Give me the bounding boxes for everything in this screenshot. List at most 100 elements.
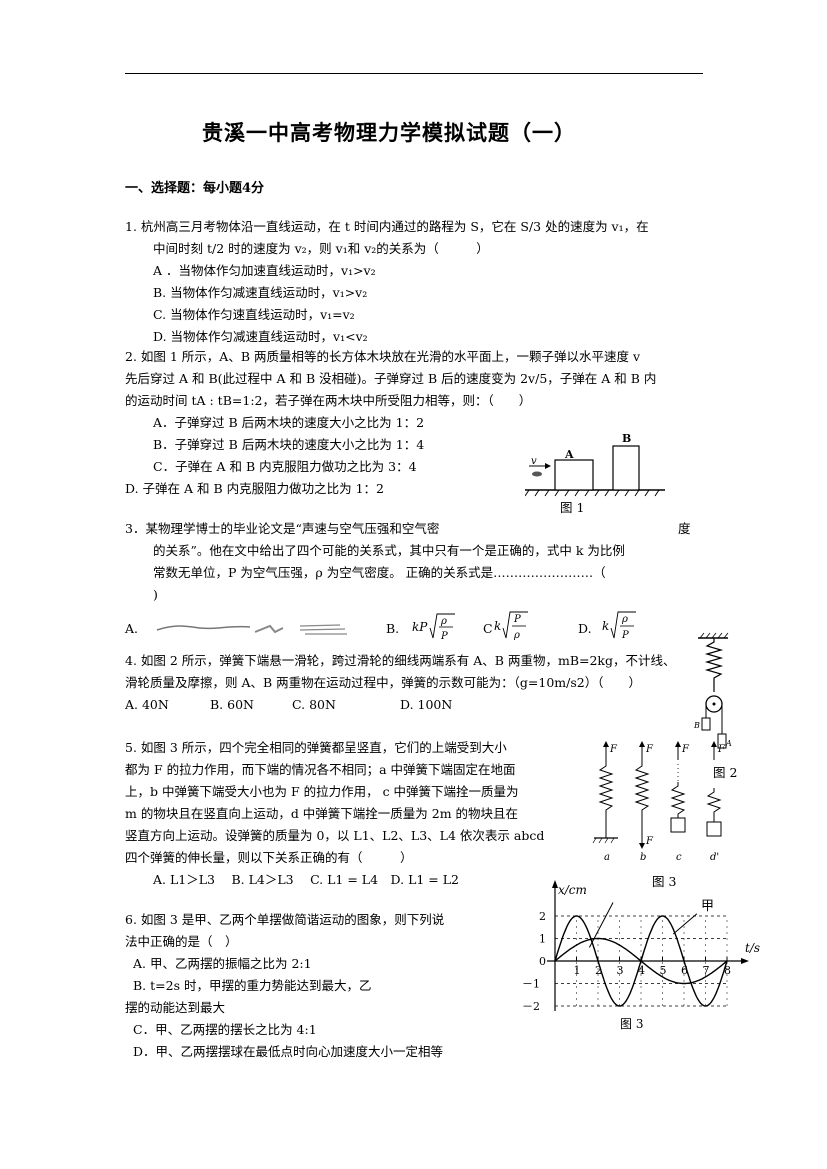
x-tick-label: 4	[638, 964, 645, 977]
x-tick-label: 3	[617, 964, 624, 977]
svg-text:P: P	[440, 631, 448, 642]
q2-option-c: C．子弹在 A 和 B 内克服阻力做功之比为 3：4	[153, 459, 417, 474]
x-tick-label: 2	[595, 964, 602, 977]
figure-1-blocks: v A B	[525, 432, 665, 497]
q1-option-c: C. 当物体作匀速直线运动时，v₁=v₂	[153, 307, 355, 322]
svg-text:d': d'	[710, 852, 719, 863]
q2-option-a: A．子弹穿过 B 后两木块的速度大小之比为 1：2	[153, 415, 425, 430]
q3-stem-line4: )	[153, 587, 158, 602]
q2-option-d: D. 子弹在 A 和 B 内克服阻力做功之比为 1：2	[125, 481, 385, 496]
figure-2-caption: 图 2	[713, 765, 738, 780]
pointer-line-jia	[672, 913, 698, 935]
svg-text:a: a	[604, 852, 610, 863]
svg-text:k: k	[494, 619, 501, 633]
graph-caption: 图 3	[620, 1017, 643, 1031]
q3-option-a-formula-smudged	[156, 624, 347, 635]
q6-option-d: D．甲、乙两摆摆球在最低点时向心加速度大小一定相等	[133, 1044, 444, 1059]
svg-text:F: F	[717, 744, 726, 755]
x-tick-label: 1	[574, 964, 581, 977]
block-a	[554, 459, 594, 491]
q2-option-b: B．子弹穿过 B 后两木块的速度大小之比为 1：4	[153, 437, 425, 452]
x-tick-label: 8	[724, 964, 731, 977]
q4-stem-line1: 4. 如图 2 所示，弹簧下端悬一滑轮，跨过滑轮的细线两端系有 A、B 两重物，…	[125, 653, 676, 668]
q5-stem-line3: 上，b 中弹簧下端受大小也为 F 的拉力作用， c 中弹簧下端拴一质量为	[125, 784, 519, 799]
x-tick-label: 5	[660, 964, 667, 977]
svg-text:F: F	[645, 744, 654, 755]
q3-option-d-formula: k ρ P	[602, 611, 636, 641]
q2-stem-line2: 先后穿过 A 和 B(此过程中 A 和 B 没相碰)。子弹穿过 B 后的速度变为…	[125, 371, 657, 386]
svg-text:ρ: ρ	[621, 614, 628, 625]
q3-option-a-label: A.	[125, 621, 139, 636]
bullet-icon	[532, 471, 542, 477]
y-tick-label: －1	[522, 978, 540, 991]
q1-option-a: A ．当物体作匀加速直线运动时，v₁>v₂	[153, 263, 376, 278]
block-a-label: A	[564, 448, 574, 461]
svg-text:k: k	[602, 619, 609, 633]
graph-ylabel: x/cm	[558, 883, 587, 897]
y-tick-label: 1	[539, 933, 546, 946]
x-axis-arrow	[552, 880, 558, 888]
q1-option-b: B. 当物体作匀减速直线运动时，v₁>v₂	[153, 285, 368, 300]
q3-stem-line2: 的关系”。他在文中给出了四个可能的关系式，其中只有一个是正确的，式中 k 为比例	[153, 543, 625, 558]
block-b	[612, 445, 640, 491]
svg-text:ρ: ρ	[513, 630, 520, 641]
q5-stem-line2: 都为 F 的拉力作用，而下端的情况各不相同；a 中弹簧下端固定在地面	[125, 762, 516, 777]
q2-stem-line1: 2. 如图 1 所示，A、B 两质量相等的长方体木块放在光滑的水平面上，一颗子弹…	[125, 349, 641, 364]
q6-option-b-line1: B. t=2s 时，甲摆的重力势能达到最大，乙	[133, 978, 372, 993]
weight-a	[717, 733, 727, 749]
q3-option-c-formula: k P ρ	[494, 611, 528, 641]
y-tick-label: 2	[539, 910, 546, 923]
section-heading: 一、选择题：每小题4分	[125, 181, 265, 196]
svg-text:A: A	[725, 739, 732, 748]
q1-option-d: D. 当物体作匀减速直线运动时，v₁<v₂	[153, 329, 368, 344]
svg-text:c: c	[676, 852, 682, 863]
figure-1-caption: 图 1	[560, 500, 585, 515]
q3-option-b-formula: kP ρ P	[412, 613, 455, 642]
svg-text:F: F	[645, 836, 654, 847]
figure-3-springs: F F F F F a b c d'	[592, 741, 726, 863]
pointer-line	[588, 902, 614, 948]
header-rule	[125, 73, 703, 74]
q3-option-c-label: C	[483, 621, 493, 636]
q6-option-a: A. 甲、乙两摆的振幅之比为 2:1	[133, 956, 312, 971]
y-tick-label: －2	[522, 1000, 540, 1013]
svg-text:kP: kP	[412, 620, 428, 634]
svg-text:P: P	[513, 614, 521, 625]
q1-stem-line2: 中间时刻 t/2 时的速度为 v₂，则 v₁和 v₂的关系为（ ）	[153, 241, 489, 256]
q3-stem-line1: 3．某物理学博士的毕业论文是“声速与空气压强和空气密	[125, 521, 440, 536]
q3-stem-line1-end: 度	[678, 521, 691, 536]
x-tick-label: 7	[703, 964, 710, 977]
q4-option-c: C. 80N	[292, 697, 336, 712]
svg-text:b: b	[640, 852, 646, 863]
svg-text:B: B	[693, 721, 700, 730]
svg-text:F: F	[609, 744, 618, 755]
q4-option-a: A. 40N	[125, 697, 169, 712]
q6-stem-line2: 法中正确的是（ ）	[125, 934, 238, 949]
q5-options: A. L1＞L3 B. L4＞L3 C. L1 = L4 D. L1 = L2	[153, 872, 460, 887]
q4-option-b: B. 60N	[210, 697, 254, 712]
svg-text:P: P	[621, 630, 629, 641]
q5-stem-line5: 竖直方向上运动。设弹簧的质量为 0，以 L1、L2、L3、L4 依次表示 abc…	[125, 828, 545, 843]
q6-option-b-line2: 摆的动能达到最大	[125, 1000, 226, 1015]
figure-3-springs-caption: 图 3	[652, 874, 677, 889]
q3-option-b-label: B.	[386, 621, 400, 636]
q5-stem-line6: 四个弹簧的伸长量，则以下关系正确的有（ ）	[125, 850, 413, 865]
q6-option-c: C．甲、乙两摆的摆长之比为 4:1	[133, 1022, 317, 1037]
figure-2-spring-pulley: B A	[693, 632, 732, 749]
q3-option-d-label: D.	[578, 621, 592, 636]
y-tick-label: 0	[539, 955, 546, 968]
q4-stem-line2: 滑轮质量及摩擦，则 A、B 两重物在运动过程中，弹簧的示数可能为：（g=10m/…	[125, 675, 641, 690]
q5-stem-line4: m 的物块且在竖直向上运动，d 中弹簧下端拴一质量为 2m 的物块且在	[125, 806, 519, 821]
x-tick-label: 6	[681, 964, 688, 977]
q4-option-d: D. 100N	[400, 697, 453, 712]
page-title: 贵溪一中高考物理力学模拟试题（一）	[202, 120, 576, 145]
velocity-label: v	[531, 456, 537, 467]
t-axis-arrow	[741, 958, 749, 964]
svg-text:ρ: ρ	[440, 616, 447, 627]
series-yi-curve	[554, 937, 728, 985]
q2-stem-line3: 的运动时间 tA : tB=1:2，若子弹在两木块中所受阻力相等，则：（ ）	[125, 393, 532, 408]
block-b-label: B	[622, 432, 631, 445]
spring-icon	[704, 638, 724, 692]
svg-text:F: F	[681, 744, 690, 755]
